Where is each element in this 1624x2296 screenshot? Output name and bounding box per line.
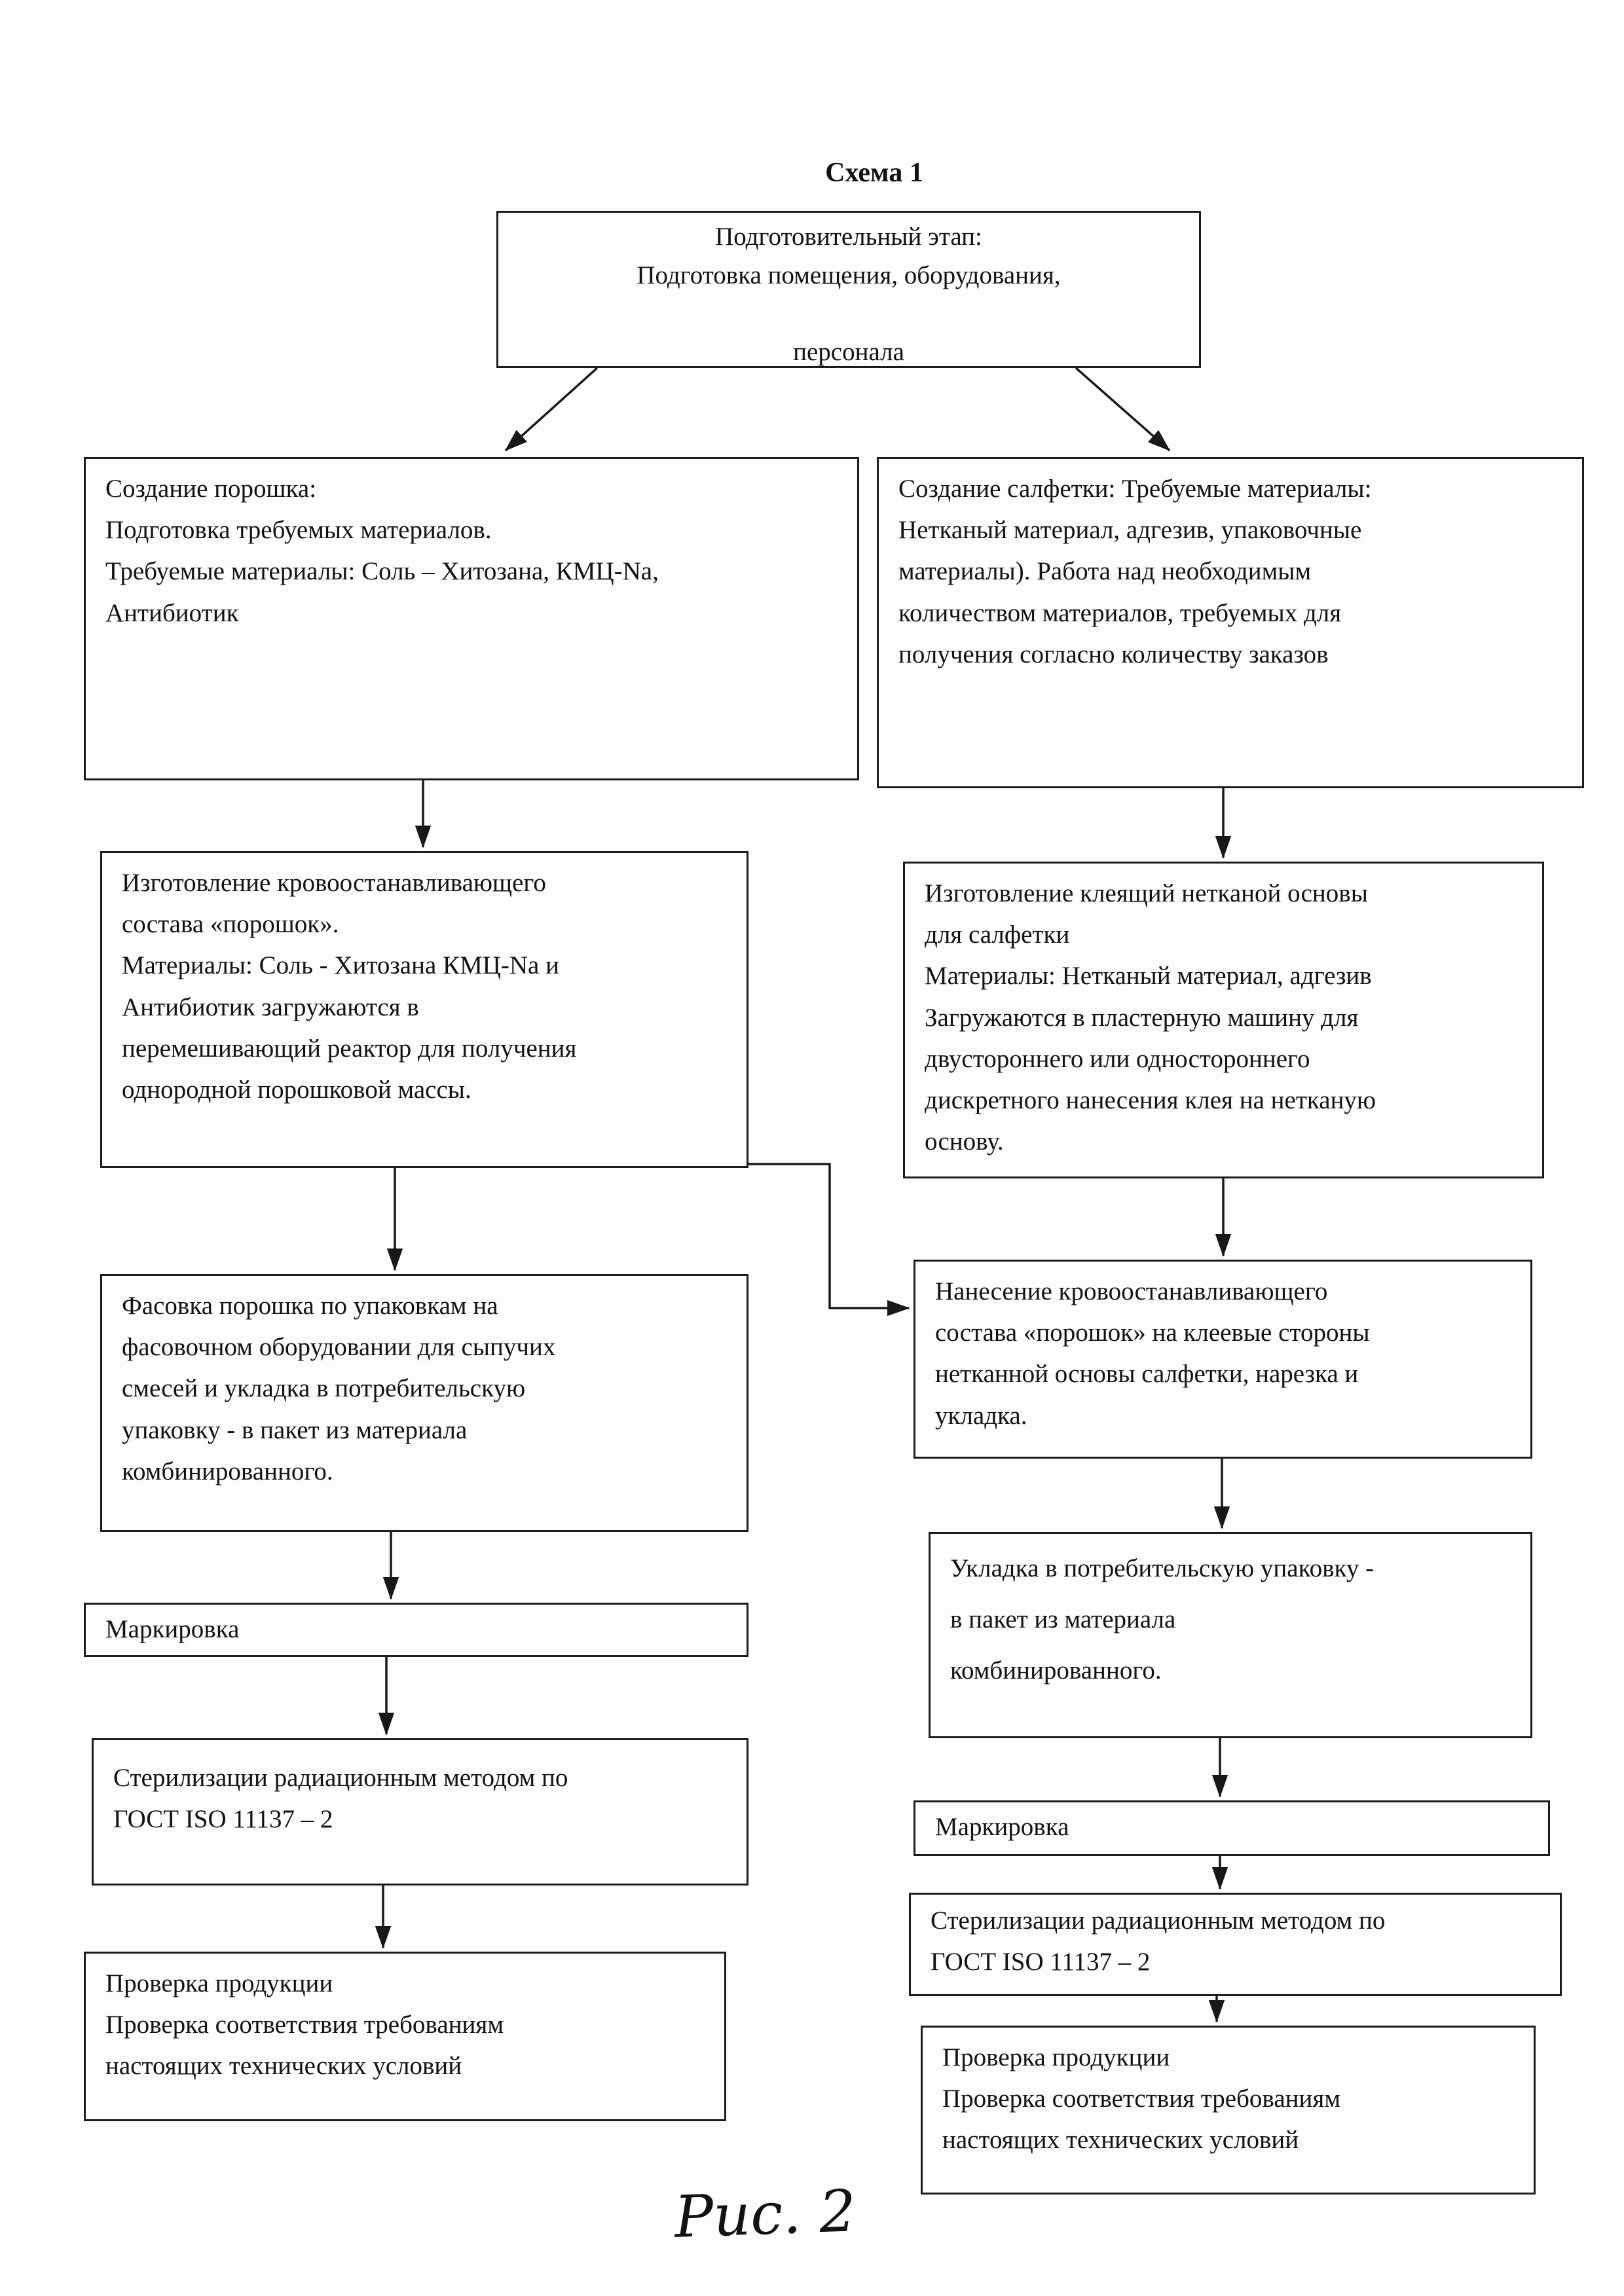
node-sterilization-left-text: Стерилизации радиационным методом по ГОС… bbox=[113, 1764, 568, 1834]
node-marking-left: Маркировка bbox=[84, 1603, 748, 1657]
node-preparation-stage: Подготовительный этап: Подготовка помеще… bbox=[496, 211, 1201, 368]
node-marking-right: Маркировка bbox=[913, 1800, 1550, 1856]
node-powder-application-text: Нанесение кровоостанавливающего состава … bbox=[935, 1277, 1370, 1430]
arrow-mix-to-apply-elbow bbox=[748, 1163, 910, 1317]
node-adhesive-base-production-text: Изготовление клеящий нетканой основы для… bbox=[925, 879, 1376, 1156]
node-powder-application: Нанесение кровоостанавливающего состава … bbox=[913, 1260, 1532, 1459]
node-powder-mixing-text: Изготовление кровоостанавливающего соста… bbox=[122, 869, 577, 1104]
node-wipe-consumer-packing-text: Укладка в потребительскую упаковку - в п… bbox=[950, 1554, 1375, 1685]
figure-caption: Рис. 2 bbox=[673, 2177, 857, 2251]
node-marking-left-text: Маркировка bbox=[105, 1615, 240, 1643]
node-marking-right-text: Маркировка bbox=[935, 1813, 1069, 1841]
node-sterilization-right-text: Стерилизации радиационным методом по ГОС… bbox=[931, 1906, 1386, 1977]
node-inspection-left-text: Проверка продукции Проверка соответствия… bbox=[105, 1969, 504, 2081]
node-sterilization-left: Стерилизации радиационным методом по ГОС… bbox=[92, 1738, 748, 1886]
arrow-prep-to-wipe-start bbox=[1075, 367, 1171, 452]
node-powder-creation: Создание порошка: Подготовка требуемых м… bbox=[84, 457, 859, 780]
node-inspection-left: Проверка продукции Проверка соответствия… bbox=[84, 1952, 726, 2121]
arrow-prep-to-powder-start bbox=[504, 367, 599, 452]
node-inspection-right: Проверка продукции Проверка соответствия… bbox=[921, 2026, 1536, 2195]
node-sterilization-right: Стерилизации радиационным методом по ГОС… bbox=[909, 1893, 1562, 1996]
node-adhesive-base-production: Изготовление клеящий нетканой основы для… bbox=[903, 862, 1544, 1178]
node-wipe-consumer-packing: Укладка в потребительскую упаковку - в п… bbox=[929, 1532, 1532, 1738]
node-inspection-right-text: Проверка продукции Проверка соответствия… bbox=[942, 2043, 1341, 2155]
node-powder-mixing: Изготовление кровоостанавливающего соста… bbox=[100, 851, 748, 1168]
diagram-title: Схема 1 bbox=[825, 158, 923, 188]
node-powder-packing-text: Фасовка порошка по упаковкам на фасовочн… bbox=[122, 1292, 556, 1485]
node-powder-packing: Фасовка порошка по упаковкам на фасовочн… bbox=[100, 1274, 748, 1532]
node-wipe-creation-text: Создание салфетки: Требуемые материалы: … bbox=[898, 475, 1372, 668]
node-wipe-creation: Создание салфетки: Требуемые материалы: … bbox=[877, 457, 1584, 788]
node-preparation-text: Подготовительный этап: Подготовка помеще… bbox=[637, 223, 1061, 366]
node-powder-creation-text: Создание порошка: Подготовка требуемых м… bbox=[105, 475, 659, 627]
